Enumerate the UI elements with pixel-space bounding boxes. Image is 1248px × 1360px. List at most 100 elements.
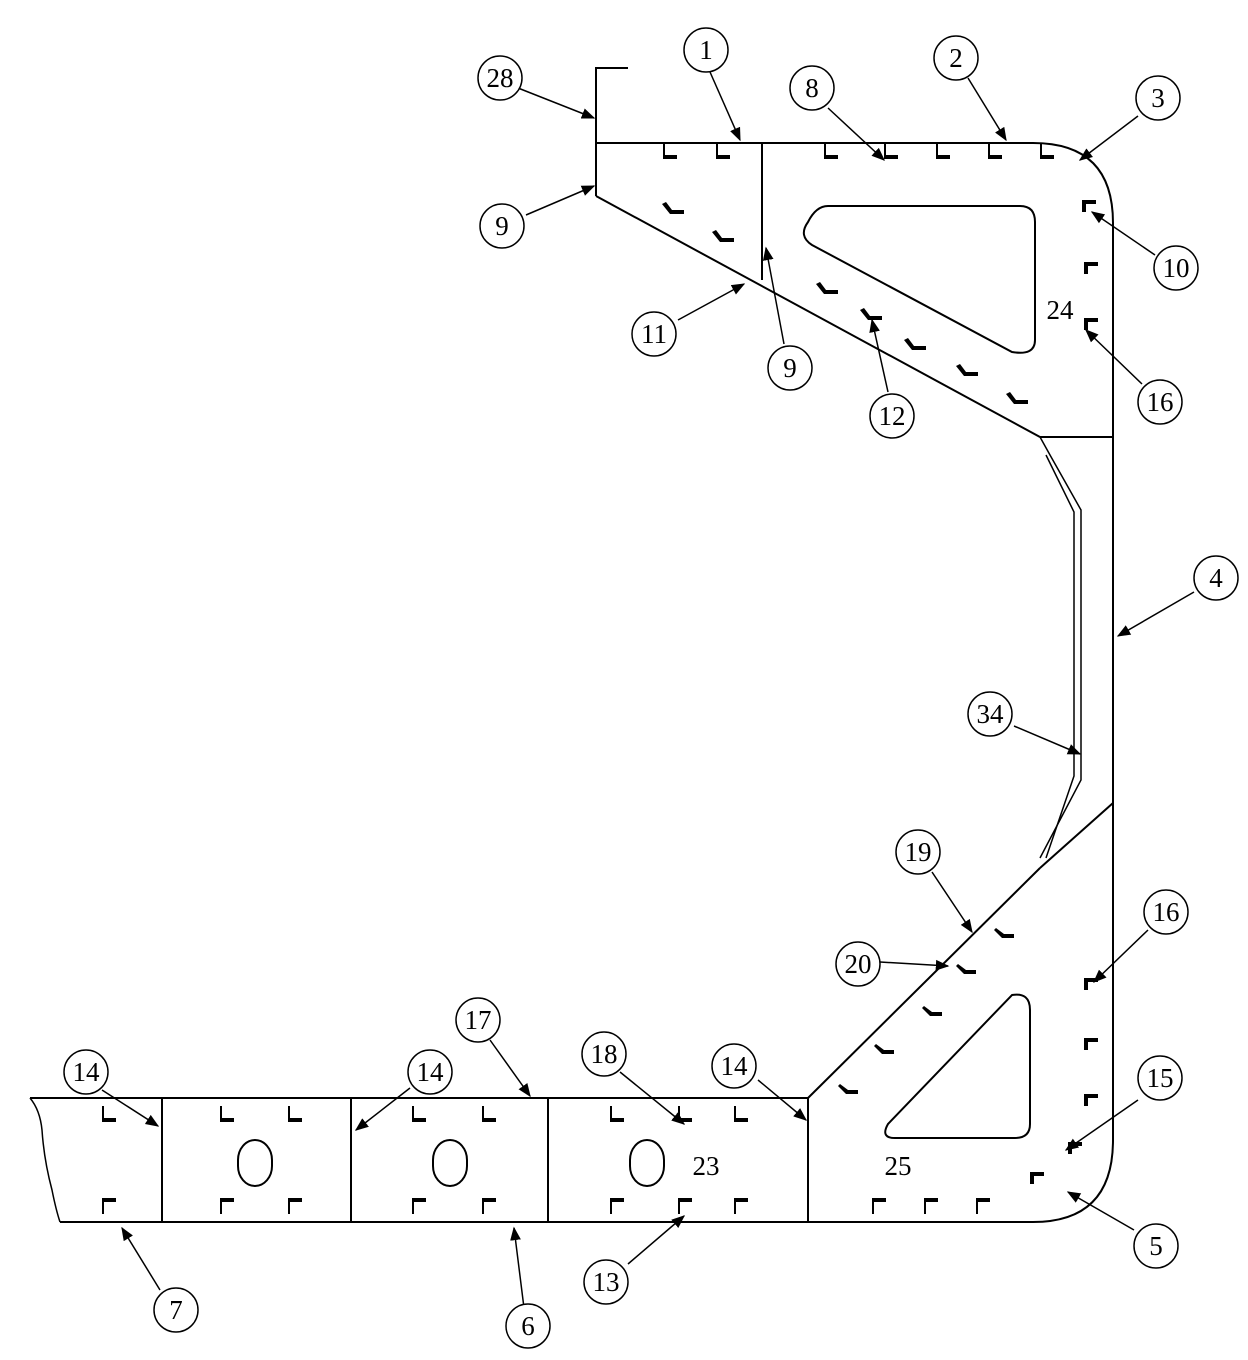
arrow-19 bbox=[931, 871, 973, 934]
arrow-16b bbox=[1093, 929, 1149, 983]
callout-label: 9 bbox=[495, 211, 509, 241]
stiffener-symbol bbox=[1030, 1172, 1044, 1184]
callout-label: 28 bbox=[487, 63, 514, 93]
callout-9a: 9 bbox=[479, 203, 525, 249]
top-bracket bbox=[595, 67, 628, 143]
callout-5: 5 bbox=[1133, 1223, 1179, 1269]
callout-label: 17 bbox=[465, 1005, 492, 1035]
callout-label: 1 bbox=[699, 35, 713, 65]
callout-8: 8 bbox=[789, 65, 835, 111]
callout-11: 11 bbox=[631, 311, 677, 357]
arrow-7 bbox=[121, 1226, 161, 1291]
callout-14c: 14 bbox=[711, 1043, 757, 1089]
stiffener-symbol bbox=[412, 1198, 426, 1214]
callout-6: 6 bbox=[505, 1303, 551, 1349]
callout-3: 3 bbox=[1135, 75, 1181, 121]
inline-labels: 24 23 25 bbox=[693, 295, 1075, 1181]
arrow-5 bbox=[1066, 1191, 1135, 1231]
stiffener-symbol bbox=[662, 202, 684, 214]
stiffener-symbol bbox=[482, 1106, 496, 1122]
arrow-20 bbox=[879, 959, 950, 971]
callout-20: 20 bbox=[835, 941, 881, 987]
callout-label: 7 bbox=[169, 1295, 183, 1325]
callout-17: 17 bbox=[455, 997, 501, 1043]
callout-19: 19 bbox=[895, 829, 941, 875]
callout-label: 13 bbox=[593, 1267, 620, 1297]
callout-7: 7 bbox=[153, 1287, 199, 1333]
arrow-8 bbox=[827, 107, 885, 161]
label-25: 25 bbox=[885, 1151, 912, 1181]
stiffener-symbol bbox=[838, 1084, 858, 1094]
arrow-14b bbox=[354, 1087, 411, 1131]
stiffener-symbol bbox=[1040, 143, 1054, 159]
stiffener-symbol bbox=[1084, 1038, 1098, 1050]
callout-9b: 9 bbox=[767, 345, 813, 391]
arrow-1 bbox=[709, 71, 741, 142]
arrow-15 bbox=[1064, 1099, 1139, 1151]
hull-structure bbox=[29, 67, 1114, 1223]
callout-16b: 16 bbox=[1143, 889, 1189, 935]
stiffener-symbol bbox=[678, 1106, 692, 1122]
stiffeners bbox=[102, 143, 1098, 1214]
callout-12: 12 bbox=[869, 393, 915, 439]
callout-label: 16 bbox=[1153, 897, 1180, 927]
callout-34: 34 bbox=[967, 691, 1013, 737]
callouts: 28 1 8 2 3 9 10 11 9 12 16 4 34 19 16 20… bbox=[63, 27, 1239, 1349]
arrow-12 bbox=[869, 318, 889, 393]
arrow-4 bbox=[1116, 591, 1195, 637]
callout-16a: 16 bbox=[1137, 379, 1183, 425]
stiffener-symbol bbox=[860, 308, 882, 320]
stiffener-symbol bbox=[288, 1106, 302, 1122]
callout-15: 15 bbox=[1137, 1055, 1183, 1101]
arrow-14c bbox=[757, 1079, 808, 1121]
stiffener-symbol bbox=[734, 1106, 748, 1122]
break-line bbox=[29, 1097, 61, 1223]
stiffener-symbol bbox=[610, 1198, 624, 1214]
stiffener-symbol bbox=[1084, 1094, 1098, 1106]
top-tank-lightening-hole bbox=[802, 205, 1036, 354]
callout-label: 14 bbox=[417, 1057, 445, 1087]
stiffener-symbol bbox=[1084, 318, 1098, 330]
arrow-13 bbox=[627, 1215, 686, 1265]
inner-hull-line-2 bbox=[1045, 454, 1075, 859]
floor-hole-1 bbox=[237, 1139, 273, 1187]
stiffener-symbol bbox=[102, 1106, 116, 1122]
arrow-11 bbox=[677, 283, 746, 321]
callout-28: 28 bbox=[477, 55, 523, 101]
callout-label: 18 bbox=[591, 1039, 618, 1069]
stiffener-symbol bbox=[816, 282, 838, 294]
stiffener-symbol bbox=[922, 1006, 942, 1016]
arrow-14a bbox=[101, 1089, 160, 1127]
stiffener-symbol bbox=[936, 143, 950, 159]
callout-label: 14 bbox=[73, 1057, 101, 1087]
arrow-6 bbox=[510, 1226, 525, 1309]
arrow-3 bbox=[1078, 115, 1139, 161]
callout-label: 9 bbox=[783, 353, 797, 383]
stiffener-symbol bbox=[610, 1106, 624, 1122]
callout-10: 10 bbox=[1153, 245, 1199, 291]
stiffener-symbol bbox=[482, 1198, 496, 1214]
stiffener-symbol bbox=[1082, 200, 1096, 212]
stiffener-symbol bbox=[716, 143, 730, 159]
stiffener-symbol bbox=[288, 1198, 302, 1214]
callout-label: 11 bbox=[641, 319, 667, 349]
stiffener-symbol bbox=[976, 1198, 990, 1214]
label-24: 24 bbox=[1047, 295, 1075, 325]
arrow-2 bbox=[967, 77, 1007, 142]
stiffener-symbol bbox=[956, 964, 976, 974]
callout-label: 10 bbox=[1163, 253, 1190, 283]
floor-hole-3 bbox=[629, 1139, 665, 1187]
callout-label: 5 bbox=[1149, 1231, 1163, 1261]
stiffener-symbol bbox=[220, 1198, 234, 1214]
callout-label: 16 bbox=[1147, 387, 1174, 417]
stiffener-symbol bbox=[102, 1198, 116, 1214]
callout-label: 15 bbox=[1147, 1063, 1174, 1093]
callout-label: 2 bbox=[949, 43, 963, 73]
stiffener-symbol bbox=[734, 1198, 748, 1214]
stiffener-symbol bbox=[712, 230, 734, 242]
callout-label: 8 bbox=[805, 73, 819, 103]
arrow-9b bbox=[762, 246, 785, 345]
stiffener-symbol bbox=[904, 338, 926, 350]
stiffener-symbol bbox=[678, 1198, 692, 1214]
